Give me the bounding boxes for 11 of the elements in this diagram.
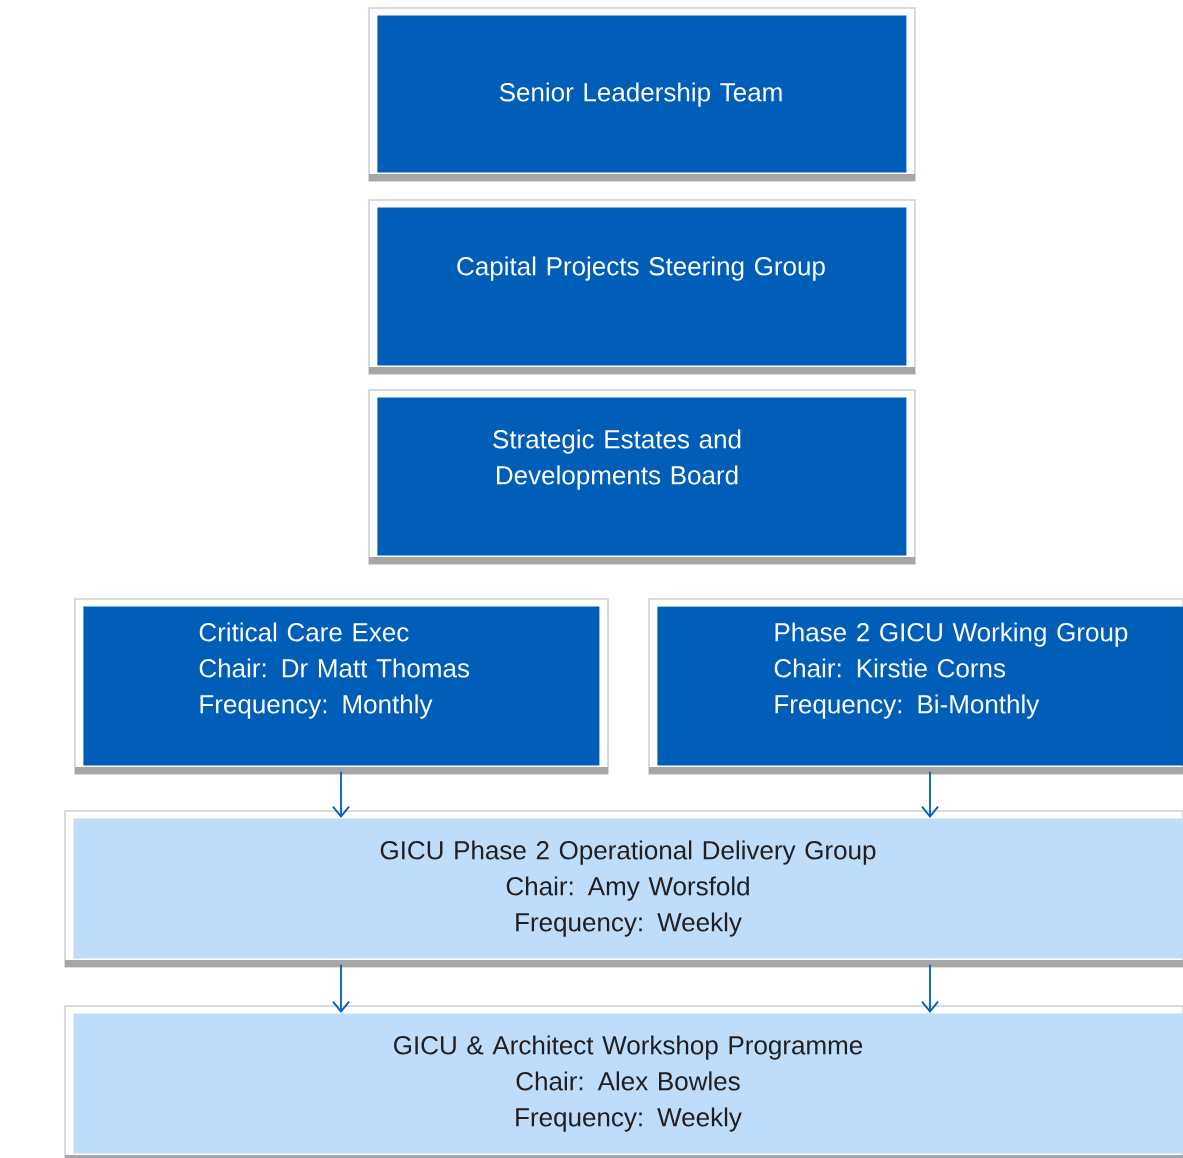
committee-box: Critical Care Exec Chair: Dr Matt Thomas Frequency: Monthly [74, 598, 609, 775]
arrow [921, 770, 939, 818]
committee-box: Capital Projects Steering Group [368, 199, 916, 375]
arrow [332, 770, 350, 818]
committee-box: GICU Phase 2 Operational Delivery Group Chair: Amy Worsfold Frequency: Weekly [64, 810, 1183, 968]
committee-box: Senior Leadership Team [368, 7, 916, 182]
committee-box: GICU & Architect Workshop Programme Chair: Alex Bowles Frequency: Weekly [64, 1005, 1183, 1158]
arrow [921, 963, 939, 1013]
committee-box: Strategic Estates and Developments Board [368, 389, 916, 565]
committee-box: Phase 2 GICU Working Group Chair: Kirstie Corns Frequency: Bi-Monthly [648, 598, 1183, 775]
arrow [332, 963, 350, 1013]
